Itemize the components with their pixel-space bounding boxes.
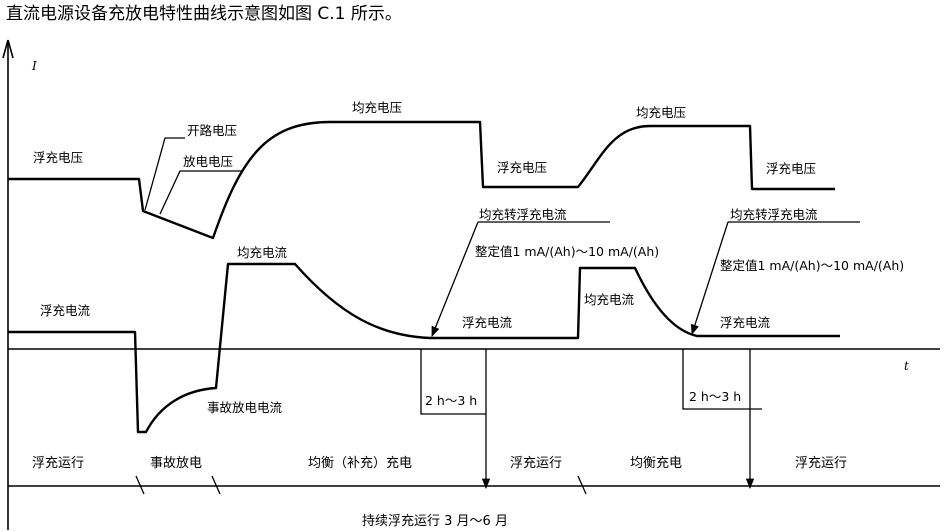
phase-accident-discharge: 事故放电 [150,456,202,471]
phase-float-3: 浮充运行 [795,455,847,471]
hold-time-bracket-1 [420,349,486,415]
phase-float-2: 浮充运行 [510,455,562,471]
setting-range-label-2: 整定值1 mA/(Ah)～10 mA/(Ah) [720,258,904,273]
footer-duration-label: 持续浮充运行 3 月～6 月 [362,513,508,529]
hold-time-label-1: 2 h～3 h [425,393,477,408]
time-axis-label: t [904,359,909,373]
hold-time-bracket-2 [682,349,762,410]
float-voltage-label-left: 浮充电压 [33,150,83,165]
phase-ticks [135,475,587,495]
discharge-voltage-leader [159,170,243,215]
accident-discharge-current-label: 事故放电电流 [207,400,283,415]
switch-current-label-2: 均充转浮充电流 [730,207,818,222]
y-axis-label: I [31,59,37,73]
float-current-label-right: 浮充电流 [720,315,771,330]
equalize-voltage-label-2: 均充电压 [636,105,686,120]
setting-range-label-1: 整定值1 mA/(Ah)～10 mA/(Ah) [475,244,659,259]
phase-float-1: 浮充运行 [32,455,84,471]
voltage-curve [8,120,835,240]
caption: 直流电源设备充放电特性曲线示意图如图 C.1 所示。 [6,4,402,24]
switch-current-leader-1 [432,221,610,336]
current-curve [8,262,840,434]
hold-time-label-2: 2 h～3 h [689,389,741,404]
equalize-voltage-label-1: 均充电压 [352,100,402,115]
switch-current-label-1: 均充转浮充电流 [479,207,567,222]
phase-equalize: 均衡充电 [630,455,682,471]
equalize-current-label-2: 均充电流 [584,292,635,307]
switch-current-leader-2 [692,221,860,334]
float-voltage-label-right: 浮充电压 [766,161,816,176]
discharge-voltage-label: 放电电压 [183,154,233,169]
float-current-label-left: 浮充电流 [40,303,91,318]
phase-equalize-supplementary: 均衡（补充）充电 [308,455,412,471]
float-current-label-mid: 浮充电流 [462,315,513,330]
open-circuit-leader [144,137,185,211]
y-axis-arrowhead [2,39,14,59]
float-voltage-label-mid: 浮充电压 [497,160,547,175]
equalize-current-label-1: 均充电流 [237,245,288,260]
open-circuit-voltage-label: 开路电压 [187,123,237,138]
